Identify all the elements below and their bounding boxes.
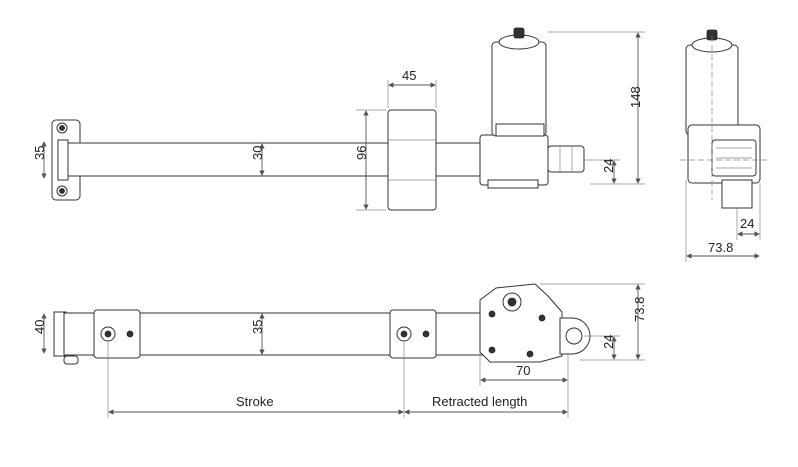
dim-top-clevis-width: 35 [32, 146, 47, 160]
block-bolt-head-icon [126, 330, 134, 338]
motor-can [491, 41, 547, 137]
gearbox-foot [487, 179, 539, 189]
dim-top-tube-height: 30 [250, 146, 265, 160]
dim-bottom-height: 73.8 [632, 297, 647, 322]
rod-eye [547, 145, 585, 173]
side-foot [721, 179, 753, 209]
dim-stroke: Stroke [236, 394, 274, 409]
bottom-slide-block-left [93, 309, 141, 359]
rear-mount-block [57, 139, 69, 181]
mounting-clamp [387, 109, 437, 211]
dim-retracted-length: Retracted length [432, 394, 527, 409]
dim-bottom-tube-height: 35 [250, 320, 265, 334]
dim-clamp-height: 96 [354, 146, 369, 160]
housing-screw-icon [526, 350, 534, 358]
block-bolt-head-icon [422, 330, 430, 338]
bottom-rear-tab [63, 355, 79, 365]
block-bolt-head-icon [104, 330, 112, 338]
housing-screw-icon [488, 346, 496, 354]
dim-bottom-eye-length: 70 [516, 363, 530, 378]
top-view-dimensions: 35 30 45 96 148 24 [32, 31, 645, 211]
rod-eye-hole-icon [565, 327, 583, 345]
dim-side-offset: 24 [740, 216, 754, 231]
bottom-slide-block-mid [389, 309, 437, 359]
housing-screw-icon [538, 314, 546, 322]
bottom-view-dimensions: 40 35 73.8 24 70 Stroke Retracted length [32, 283, 647, 418]
clevis-bolt-head-icon [59, 125, 65, 131]
motor-vent-icon [513, 27, 525, 39]
dim-total-height: 148 [628, 86, 643, 108]
dim-motor-offset: 24 [601, 159, 616, 173]
side-view-dimensions: 24 73.8 [685, 180, 761, 262]
housing-screw-icon [488, 310, 496, 318]
dim-side-depth: 73.8 [708, 240, 733, 255]
top-view [51, 27, 585, 211]
side-view [680, 29, 768, 209]
bottom-view [53, 283, 591, 365]
dim-clamp-width: 45 [402, 68, 416, 83]
clevis-bolt-head-icon [59, 188, 65, 194]
gearbox-housing [479, 134, 549, 186]
block-bolt-head-icon [400, 330, 408, 338]
motor-flange [495, 123, 545, 137]
dim-bottom-eye-offset: 24 [601, 335, 616, 349]
dim-bottom-clevis-height: 40 [32, 320, 47, 334]
housing-port-center-icon [507, 297, 517, 307]
